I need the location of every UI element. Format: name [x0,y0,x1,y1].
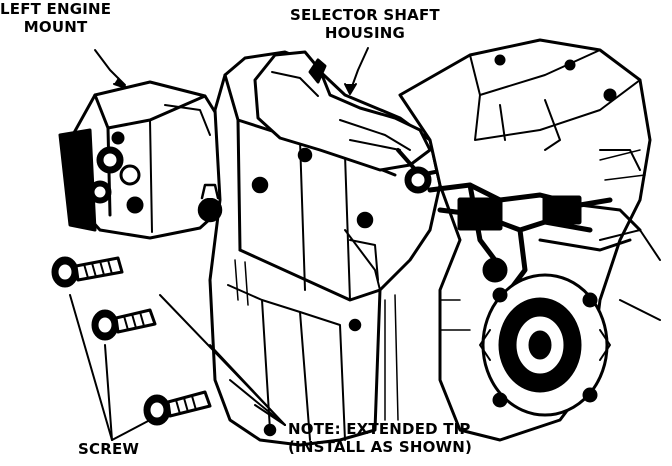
extended-tip-note: NOTE: EXTENDED TIP (INSTALL AS SHOWN) [288,420,472,456]
housing-bolts [197,147,374,437]
screw-label: SCREW [78,440,140,458]
extended-tip-note-line1: NOTE: EXTENDED TIP [288,420,471,438]
screws [51,256,212,426]
selector-shaft-housing-label-line1: SELECTOR SHAFT [290,6,440,24]
extended-tip-note-line2: (INSTALL AS SHOWN) [288,438,473,456]
left-engine-mount [58,80,227,240]
left-engine-mount-label-line2: MOUNT [23,18,88,36]
selector-shaft-housing-label: SELECTOR SHAFT HOUSING [290,6,440,42]
selector-shaft-housing-part [253,50,447,194]
shading-details [234,149,646,421]
selector-shaft-housing-label-line2: HOUSING [324,24,405,42]
output-flange [479,273,611,417]
left-engine-mount-label: LEFT ENGINE MOUNT [0,0,111,36]
shift-linkage [427,182,642,293]
leader-lines [69,47,369,441]
left-engine-mount-label-line1: LEFT ENGINE [0,0,112,18]
